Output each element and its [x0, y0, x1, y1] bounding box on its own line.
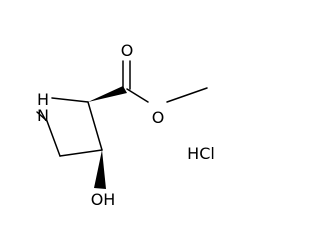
bond-carbonyl-ester-o: [126, 88, 149, 103]
bond-ester-o-methyl: [166, 87, 208, 103]
atom-label-carbonyl-o: O: [121, 41, 134, 60]
atom-label-ester-o: O: [152, 108, 165, 127]
atom-label-hydroxyl: OH: [91, 190, 116, 209]
salt-label: HCl: [187, 144, 215, 163]
bond-c2-c3: [87, 101, 103, 151]
molecule-structure: H N O O OH HCl: [36, 41, 215, 209]
bond-nh-c2: [51, 97, 89, 103]
structure-canvas: H N O O OH HCl: [36, 41, 215, 209]
wedge-bond-c3-oh: [94, 150, 106, 189]
atom-label-h: H: [37, 90, 49, 109]
bond-ring-ch2-c3: [59, 149, 103, 157]
wedge-bond-c2-carbonyl: [88, 86, 127, 102]
bond-ch2-nh: [36, 111, 48, 122]
bond-ring-ch2-ch2: [46, 120, 61, 157]
atom-label-n: N: [37, 106, 49, 125]
